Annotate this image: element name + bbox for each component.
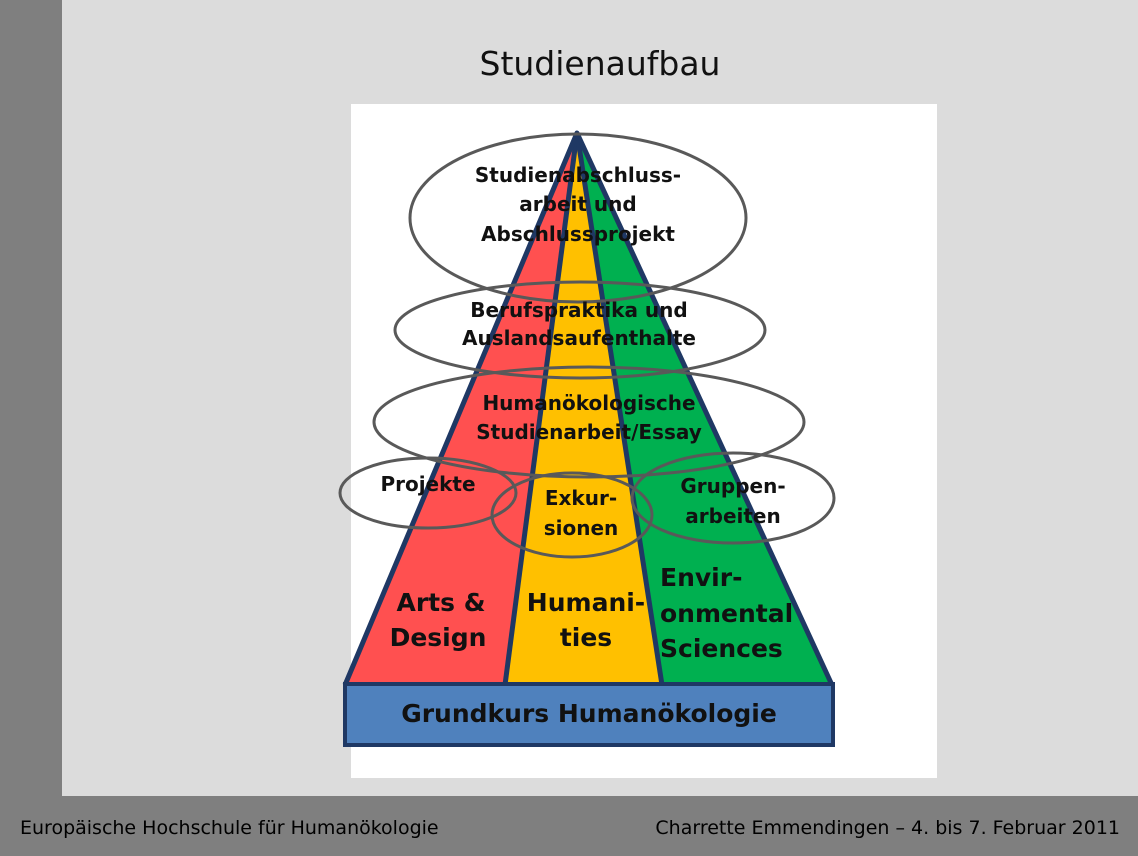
ellipse-label-line: Auslandsaufenthalte (462, 326, 696, 350)
ellipse-berufspraktika (393, 280, 767, 380)
column-label-line: ties (560, 623, 612, 652)
column-label-line: Arts & (396, 588, 485, 617)
column-label-line: Design (390, 623, 487, 652)
column-label-line: Humani- (527, 588, 645, 617)
column-divider-left (502, 132, 580, 686)
ellipse-label-line: Studienarbeit/Essay (476, 420, 702, 444)
ellipse-label-line: arbeiten (685, 504, 780, 528)
ellipse-exkursionen (490, 471, 654, 559)
ellipse-studienabschluss (408, 132, 748, 304)
ellipse-label-line: Exkur- (545, 486, 617, 510)
slide-title: Studienaufbau (479, 44, 721, 83)
column-label-arts-design: Arts & Design (390, 588, 487, 652)
column-label-line: onmental (660, 599, 793, 628)
ellipse-label-line: Berufspraktika und (470, 298, 687, 322)
base-block (343, 682, 835, 747)
base-label: Grundkurs Humanökologie (401, 699, 777, 728)
ellipse-label-line: Abschlussprojekt (481, 222, 675, 246)
column-divider-right (574, 132, 665, 686)
column-label-line: Envir- (660, 563, 742, 592)
footer-event: Charrette Emmendingen – 4. bis 7. Februa… (655, 817, 1120, 839)
ellipse-label-line: arbeit und (519, 192, 636, 216)
ellipse-label-line: sionen (544, 516, 619, 540)
ellipse-label-line: Studienabschluss- (475, 163, 681, 187)
column-label-line: Sciences (660, 634, 783, 663)
ellipse-label-gruppenarbeiten: Gruppen- arbeiten (680, 474, 785, 528)
ellipse-label-exkursionen: Exkur- sionen (544, 486, 619, 540)
ellipse-label-line: Projekte (380, 472, 475, 496)
column-label-humanities: Humani- ties (527, 588, 645, 652)
footer-institution: Europäische Hochschule für Humanökologie (20, 817, 439, 839)
ellipse-projekte (338, 456, 518, 530)
ellipse-label-line: Humanökologische (482, 391, 695, 415)
ellipse-label-humanoekologische: Humanökologische Studienarbeit/Essay (476, 391, 702, 444)
ellipse-label-line: Gruppen- (680, 474, 785, 498)
ellipse-gruppenarbeiten (630, 451, 836, 545)
ellipse-label-berufspraktika: Berufspraktika und Auslandsaufenthalte (462, 298, 696, 350)
ellipse-label-projekte: Projekte (380, 472, 475, 496)
column-label-environmental-sciences: Envir- onmental Sciences (660, 563, 793, 663)
ellipse-humanoekologische-studienarbeit (372, 365, 806, 479)
ellipse-label-studienabschluss: Studienabschluss- arbeit und Abschlusspr… (475, 163, 681, 246)
